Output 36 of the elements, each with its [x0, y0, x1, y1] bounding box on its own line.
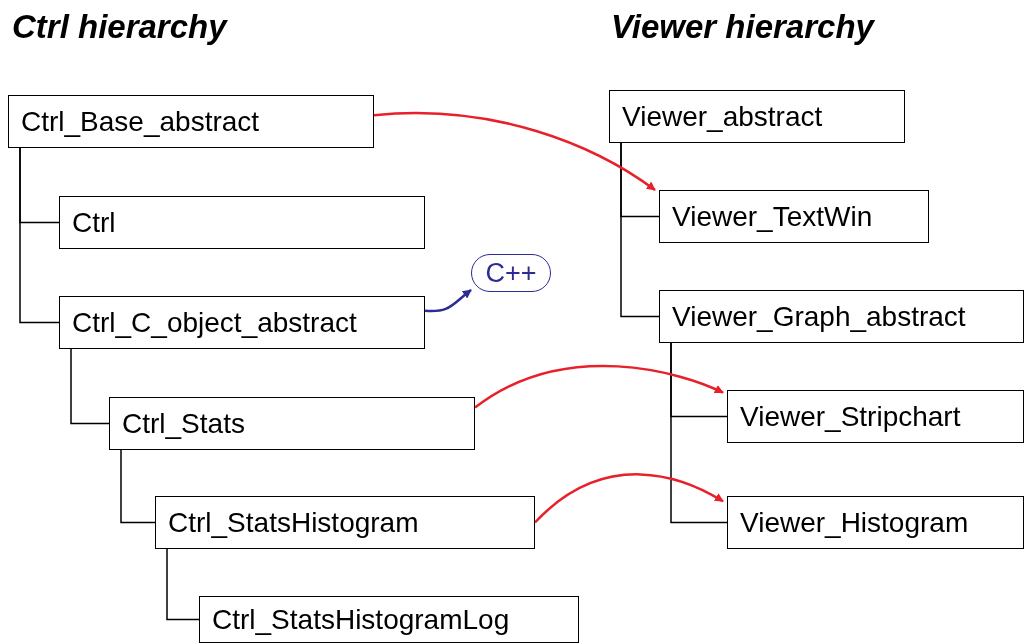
connector-line — [19, 147, 60, 324]
connector-line — [120, 449, 156, 524]
class-box — [659, 290, 1024, 343]
connector-line — [620, 142, 660, 318]
arrow — [534, 473, 724, 524]
class-box — [59, 196, 425, 249]
class-name: Viewer_Stripchart — [740, 400, 961, 433]
class-box — [8, 95, 374, 148]
class-name: Viewer_Graph_abstract — [672, 300, 966, 333]
class-name: Ctrl — [72, 206, 116, 239]
class-box — [59, 296, 425, 349]
class-box — [109, 397, 475, 450]
connector-line — [166, 548, 200, 621]
arrow — [424, 289, 472, 313]
arrow — [474, 364, 724, 409]
class-box — [199, 596, 579, 643]
class-name: Ctrl_StatsHistogram — [168, 506, 419, 539]
language-tag — [471, 254, 551, 292]
class-box — [659, 190, 929, 243]
class-name: Viewer_TextWin — [672, 200, 873, 233]
section-heading: Ctrl hierarchy — [12, 8, 227, 46]
class-name: Ctrl_StatsHistogramLog — [212, 603, 510, 636]
class-name: Ctrl_Base_abstract — [21, 105, 260, 138]
class-box — [727, 496, 1024, 549]
class-box — [727, 390, 1024, 443]
class-box — [155, 496, 535, 549]
class-name: Viewer_Histogram — [740, 506, 969, 539]
class-name: Ctrl_C_object_abstract — [72, 306, 357, 339]
class-box — [609, 90, 905, 143]
connector-line — [670, 342, 728, 524]
section-heading: Viewer hierarchy — [611, 8, 874, 46]
class-name: Ctrl_Stats — [122, 407, 245, 440]
arrow — [373, 112, 656, 192]
class-name: C++ — [485, 257, 537, 289]
class-name: Viewer_abstract — [622, 100, 823, 133]
connector-line — [70, 348, 110, 425]
